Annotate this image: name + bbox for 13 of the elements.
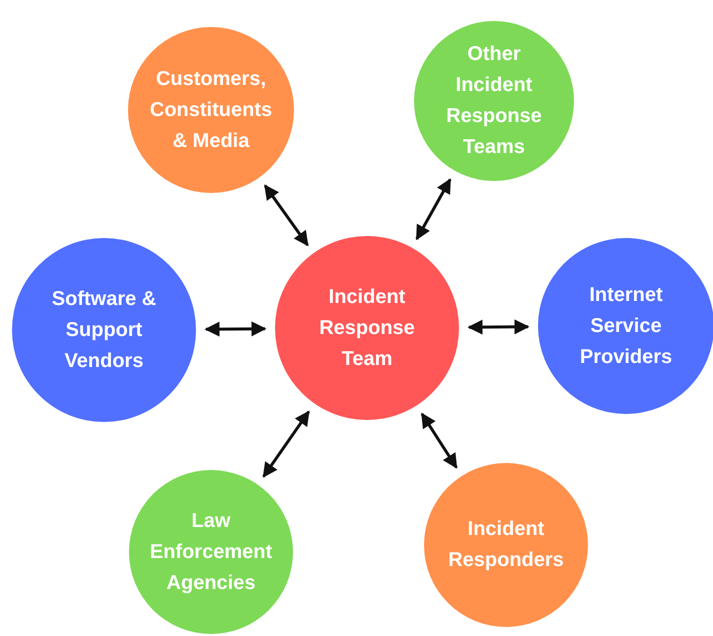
double-arrow	[416, 178, 452, 240]
double-arrow	[468, 319, 530, 335]
node-label: Software & Support Vendors	[50, 286, 158, 374]
node-label: Other Incident Response Teams	[445, 42, 543, 160]
double-arrow	[204, 321, 266, 337]
double-arrow	[264, 184, 309, 246]
double-arrow	[420, 412, 458, 469]
node-label: Customers, Constituents & Media	[148, 66, 274, 154]
node-label: Incident Responders	[447, 517, 565, 573]
double-arrow	[262, 410, 310, 478]
node-label: Internet Service Providers	[578, 282, 674, 370]
node-label: Incident Response Team	[318, 284, 416, 372]
node-label: Law Enforcement Agencies	[148, 508, 274, 596]
